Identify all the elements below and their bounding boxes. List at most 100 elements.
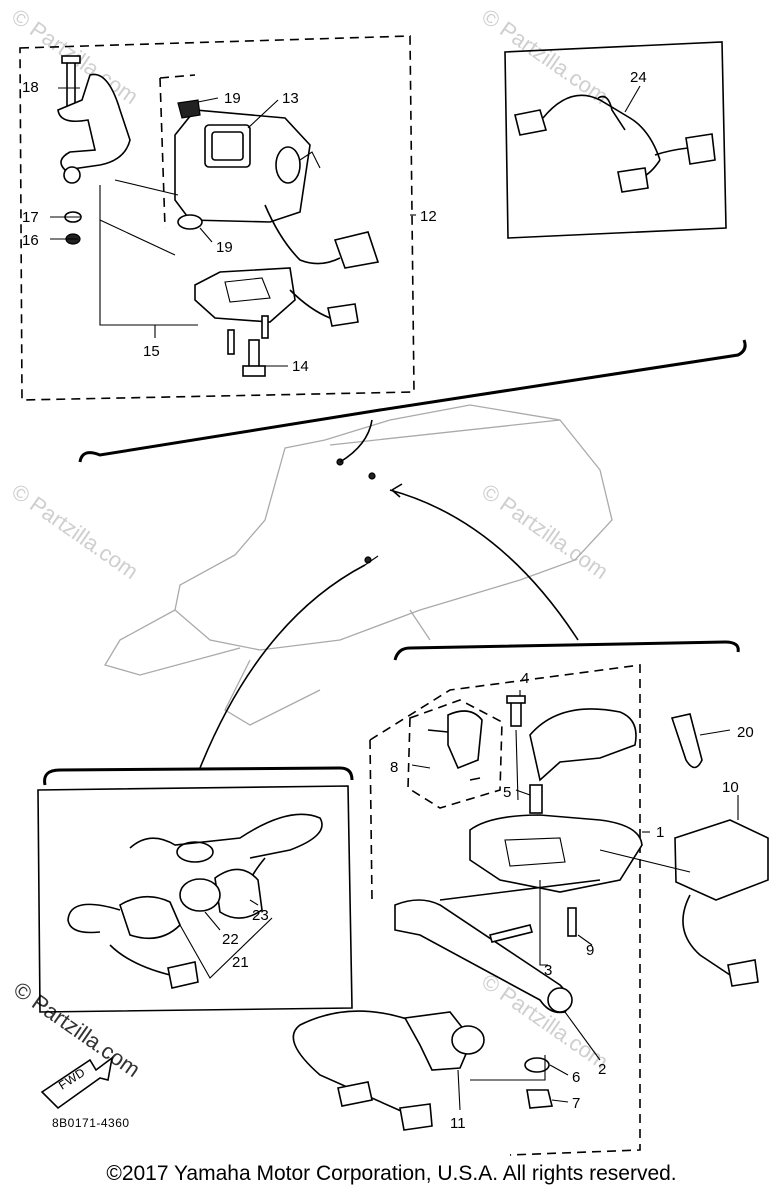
cdi-connector	[333, 231, 380, 269]
bracket-bottom-right	[393, 640, 740, 661]
bracket-wire	[289, 289, 331, 319]
snowmobile-seat-line	[329, 419, 561, 446]
leader-2	[564, 1011, 601, 1061]
bolt-9	[567, 907, 577, 937]
guide-relay	[599, 849, 691, 873]
cdi-unit-cap-inner	[211, 131, 244, 161]
inset-sub-harness: 24	[504, 41, 727, 239]
callout-19-bottom: 19	[216, 239, 233, 256]
switch-connector	[167, 961, 199, 989]
relay-10	[674, 819, 769, 901]
throttle-cable-sleeve	[337, 1081, 373, 1107]
watermark-mid-right: © Partzilla.com	[477, 479, 613, 585]
lever-housing-1	[469, 814, 643, 893]
snowmobile-ski-right	[224, 659, 321, 726]
washer-6	[524, 1057, 550, 1073]
throttle-switch-11	[403, 1011, 473, 1071]
inset-main-switch: 23 22 21	[37, 766, 354, 1013]
lever-housing-inner	[504, 837, 566, 867]
switch-wire-loop	[67, 903, 121, 934]
callout-23: 23	[252, 907, 269, 924]
callout-15: 15	[143, 343, 160, 360]
callout-13: 13	[282, 90, 299, 107]
leader-7	[551, 1099, 569, 1103]
relay-wire	[682, 894, 731, 976]
leader-13	[247, 99, 279, 129]
callout-17: 17	[22, 209, 39, 226]
screw-3	[489, 924, 533, 943]
pointer-line-top	[339, 419, 373, 463]
guide-washer	[470, 1055, 546, 1081]
throttle-switch-knob	[451, 1025, 485, 1055]
watermark-mid-left: © Partzilla.com	[7, 479, 143, 585]
assembly-frame-1-left	[369, 739, 373, 901]
callout-18: 18	[22, 79, 39, 96]
snowmobile-outline	[78, 339, 747, 769]
callout-5: 5	[503, 784, 511, 801]
lever-tip	[547, 987, 573, 1013]
leader-21	[179, 917, 273, 979]
callout-7: 7	[572, 1095, 580, 1112]
fwd-arrow: FWD	[40, 1056, 114, 1110]
bracket-hole	[63, 166, 81, 184]
callout-4: 4	[521, 670, 529, 687]
knob-8	[447, 710, 483, 770]
leader-11	[457, 1069, 461, 1111]
callout-1: 1	[656, 824, 664, 841]
harness-24-connector-a	[514, 109, 548, 136]
cable-tie-20	[670, 713, 703, 769]
leader-9	[577, 934, 593, 946]
pointer-line-left-end	[364, 555, 379, 566]
inset-frame-24	[504, 41, 727, 239]
callout-6: 6	[572, 1069, 580, 1086]
harness-24-connector-c	[617, 167, 649, 193]
guide-line-1	[99, 219, 176, 256]
screw-b	[227, 329, 235, 355]
harness-24-wire-c	[654, 147, 689, 156]
leader-3	[539, 880, 548, 966]
screw-8	[427, 729, 449, 733]
pointer-arrow-right	[391, 483, 403, 498]
drawing-code: 8B0171-4360	[52, 1116, 130, 1130]
bolt-14-head	[242, 365, 266, 377]
bolt-4	[510, 699, 522, 727]
callout-20: 20	[737, 724, 754, 741]
bracket-15-inner	[224, 277, 271, 303]
callout-14: 14	[292, 358, 309, 375]
lanyard-23-cord	[129, 813, 323, 859]
leader-20	[699, 729, 731, 736]
sub-frame-19	[159, 74, 196, 229]
callout-8: 8	[390, 759, 398, 776]
clip-8	[469, 777, 481, 781]
switch-cap-23	[214, 868, 263, 919]
throttle-connector	[399, 1103, 433, 1131]
collar-5	[529, 784, 543, 814]
callout-24: 24	[630, 69, 647, 86]
callout-3: 3	[544, 962, 552, 979]
leader-22	[204, 911, 221, 931]
bracket-bottom-left	[43, 766, 354, 786]
harness-24-connector-b	[685, 133, 716, 165]
assembly-frame-1	[369, 664, 641, 1156]
switch-body-21	[119, 895, 181, 940]
callout-19-top: 19	[224, 90, 241, 107]
snowmobile-hood	[174, 404, 613, 651]
guide-line-2	[114, 179, 179, 196]
callout-12: 12	[420, 208, 437, 225]
inset-frame-switch	[37, 785, 353, 1013]
throttle-cable	[292, 1010, 411, 1116]
bolt-4-head	[506, 695, 526, 704]
cdi-tab	[299, 151, 321, 169]
bolt-18	[66, 59, 76, 111]
bracket-15	[194, 267, 296, 323]
snowmobile-frame-line	[409, 609, 431, 641]
housing-guide	[439, 879, 601, 901]
switch-wire	[109, 944, 171, 976]
pointer-line-left	[199, 564, 366, 769]
lanyard-ring	[176, 841, 214, 863]
bracket-connector	[327, 303, 359, 327]
cdi-harness	[264, 204, 341, 265]
callout-16: 16	[22, 232, 39, 249]
leader-19a	[197, 97, 219, 103]
inset-frame-cdi	[19, 35, 415, 401]
